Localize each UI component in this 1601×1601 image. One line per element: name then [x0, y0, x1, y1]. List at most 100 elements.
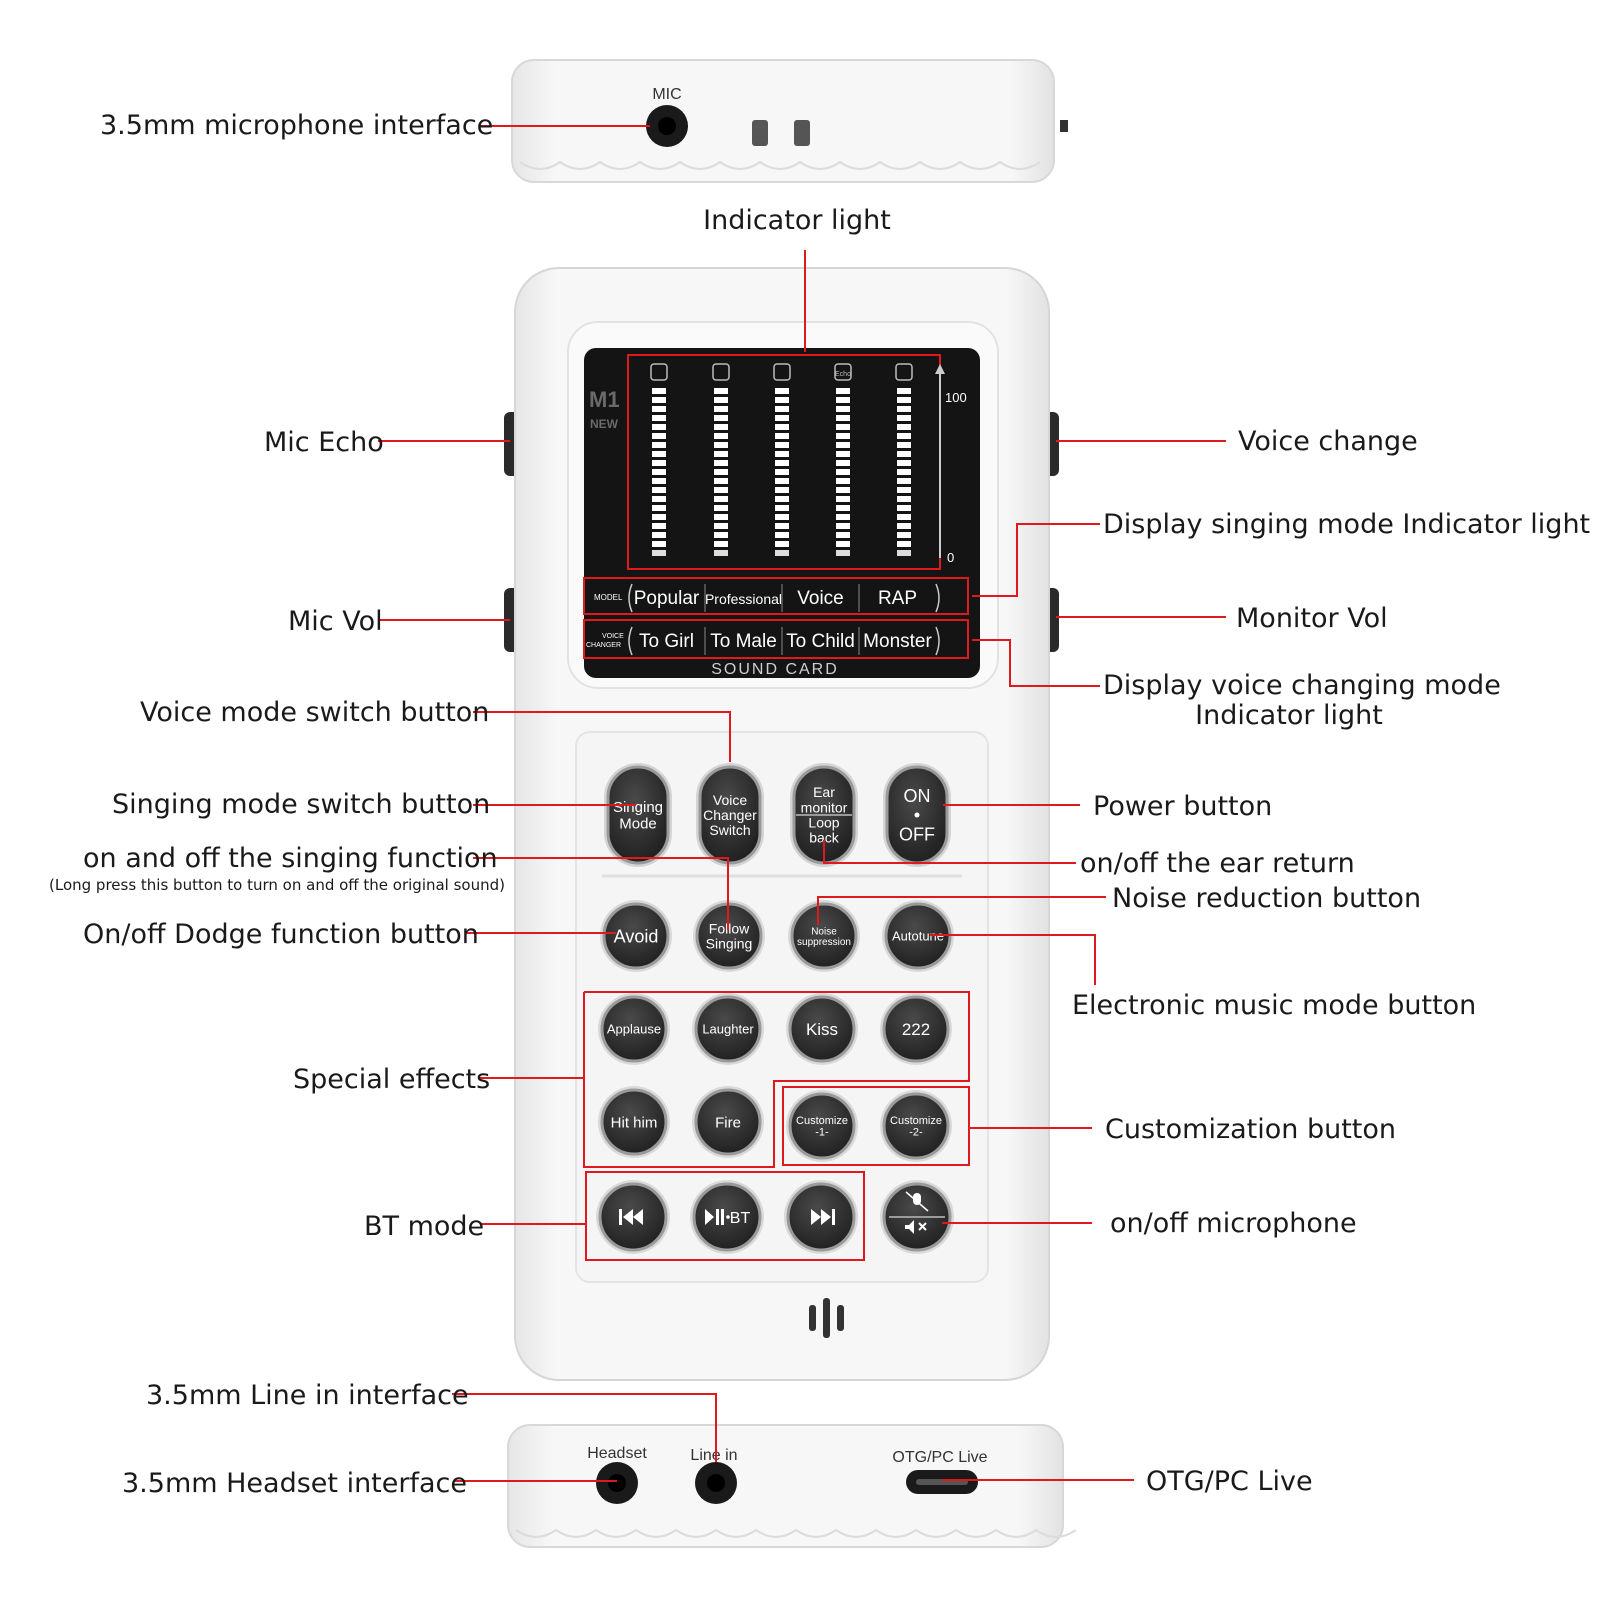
- meter-segment: [652, 550, 666, 556]
- meter-segment: [897, 514, 911, 520]
- meter-segment: [836, 541, 850, 547]
- special-effect-button-2[interactable]: Kiss: [786, 993, 858, 1065]
- meter-segment: [775, 424, 789, 430]
- otg-port-label: OTG/PC Live: [892, 1449, 987, 1466]
- label-singing-function: on and off the singing function: [83, 843, 498, 874]
- meter-segment: [836, 388, 850, 394]
- meter-segment: [652, 532, 666, 538]
- changer-indicator-0: To Girl: [639, 631, 694, 652]
- prev-track-button[interactable]: [596, 1180, 670, 1254]
- meter-segment: [652, 514, 666, 520]
- meter-segment: [836, 469, 850, 475]
- voice-changer-switch-button-label: Switch: [709, 822, 750, 838]
- special-effect-button-1[interactable]: Laughter: [692, 993, 764, 1065]
- meter-segment: [897, 478, 911, 484]
- customize-button-2-label: -2-: [909, 1127, 923, 1139]
- mic-port-label: MIC: [652, 86, 681, 103]
- customize-button-2-label: Customize: [890, 1115, 942, 1127]
- label-voice-changing-indicator-2: Indicator light: [1195, 700, 1383, 731]
- label-mic-interface: 3.5mm microphone interface: [100, 110, 493, 141]
- meter-segment: [897, 523, 911, 529]
- special-effect-button-5[interactable]: Fire: [692, 1086, 764, 1158]
- meter-segment: [714, 469, 728, 475]
- label-mic-echo: Mic Echo: [264, 427, 384, 458]
- headphones-icon: [712, 363, 730, 381]
- play-pause-bt-button[interactable]: BT: [690, 1180, 764, 1254]
- meter-segment: [897, 550, 911, 556]
- meter-segment: [775, 469, 789, 475]
- special-effect-button-3[interactable]: 222: [880, 993, 952, 1065]
- singing-mode-button-label: Singing: [613, 799, 663, 816]
- label-mic-onoff: on/off microphone: [1110, 1208, 1357, 1239]
- meter-segment: [836, 451, 850, 457]
- effect-button-3[interactable]: Autotune: [882, 900, 954, 972]
- meter-segment: [714, 433, 728, 439]
- customize-button-2[interactable]: Customize-2-: [880, 1090, 952, 1162]
- meter-segment: [897, 388, 911, 394]
- meter-segment: [897, 541, 911, 547]
- meter-segment: [897, 442, 911, 448]
- ear-monitor-loopback-button-label: back: [809, 830, 840, 846]
- meter-segment: [897, 505, 911, 511]
- meter-segment: [897, 496, 911, 502]
- meter-segment: [897, 487, 911, 493]
- singing-mode-button-label: Mode: [619, 815, 657, 832]
- scale-max: 100: [945, 390, 967, 405]
- meter-segment: [897, 451, 911, 457]
- meter-segment: [775, 406, 789, 412]
- meter-segment: [714, 397, 728, 403]
- special-effect-button-2-label: Kiss: [806, 1020, 838, 1039]
- special-effect-button-1-label: Laughter: [702, 1022, 754, 1037]
- meter-segment: [714, 487, 728, 493]
- ear-monitor-loopback-button-label: Ear: [813, 784, 835, 800]
- meter-segment: [652, 460, 666, 466]
- meter-segment: [775, 397, 789, 403]
- meter-segment: [652, 415, 666, 421]
- meter-segment: [775, 514, 789, 520]
- label-voice-change: Voice change: [1238, 426, 1418, 457]
- customize-button-1[interactable]: Customize-1-: [786, 1090, 858, 1162]
- model-indicator-2: Voice: [797, 588, 843, 609]
- special-effect-button-4[interactable]: Hit him: [598, 1086, 670, 1158]
- changer-indicator-1: To Male: [710, 631, 777, 652]
- meter-segment: [836, 406, 850, 412]
- voice-changer-switch-button-label: Voice: [713, 792, 747, 808]
- voice-changer-switch-button-label: Changer: [703, 807, 757, 823]
- label-voice-changing-indicator-1: Display voice changing mode: [1103, 670, 1501, 701]
- meter-segment: [714, 451, 728, 457]
- special-effect-button-0[interactable]: Applause: [598, 993, 670, 1065]
- meter-segment: [836, 496, 850, 502]
- meter-segment: [836, 397, 850, 403]
- meter-segment: [836, 460, 850, 466]
- label-singing-function-note: (Long press this button to turn on and o…: [49, 876, 505, 894]
- meter-segment: [897, 424, 911, 430]
- meter-segment: [652, 541, 666, 547]
- meter-segment: [897, 469, 911, 475]
- meter-segment: [897, 397, 911, 403]
- model-indicator-3: RAP: [878, 588, 917, 609]
- meter-segment: [775, 433, 789, 439]
- label-line-in-interface: 3.5mm Line in interface: [146, 1380, 469, 1411]
- meter-segment: [836, 532, 850, 538]
- meter-segment: [652, 451, 666, 457]
- meter-segment: [836, 442, 850, 448]
- meter-segment: [714, 388, 728, 394]
- meter-segment: [775, 415, 789, 421]
- meter-segment: [836, 433, 850, 439]
- meter-segment: [836, 424, 850, 430]
- customize-button-1-label: Customize: [796, 1115, 848, 1127]
- meter-segment: [714, 505, 728, 511]
- next-track-button[interactable]: [784, 1180, 858, 1254]
- sound-card-label: SOUND CARD: [711, 661, 839, 678]
- meter-segment: [652, 496, 666, 502]
- mic-mute-icon: [913, 1193, 921, 1205]
- mic-toggle-button[interactable]: [880, 1180, 954, 1254]
- effect-button-0[interactable]: Avoid: [600, 900, 672, 972]
